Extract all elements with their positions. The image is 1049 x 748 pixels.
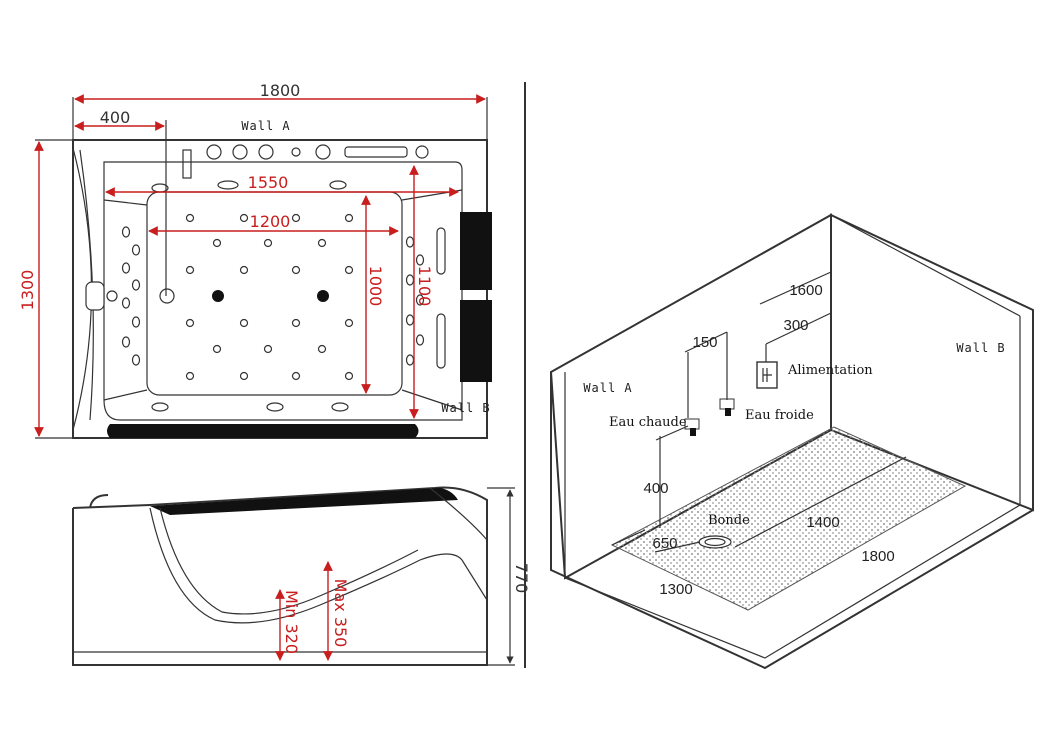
tub-shell	[103, 161, 463, 421]
label-eau-froide: Eau froide	[745, 408, 814, 423]
dim-label-300: 300	[783, 317, 808, 334]
pillow-icon	[85, 281, 105, 311]
floor-jet	[212, 344, 222, 354]
floor-jet	[344, 318, 354, 328]
dim-label-650: 650	[652, 535, 677, 552]
side-jet	[405, 274, 415, 286]
floor-jet	[291, 371, 301, 381]
side-jet	[121, 226, 131, 238]
dim-label-1600: 1600	[789, 282, 822, 299]
dim-label-1800-room: 1800	[861, 548, 894, 565]
main-jet-left	[212, 290, 224, 302]
drain-icon	[159, 288, 175, 304]
floor-jet	[185, 318, 195, 328]
side-jet	[121, 262, 131, 274]
floor-jet	[239, 371, 249, 381]
room-wall-b-label: Wall B	[956, 341, 1005, 355]
tub-side-outline	[72, 486, 488, 666]
floor-jet	[212, 238, 222, 248]
rim-headrest	[107, 424, 419, 438]
floor-jet	[317, 344, 327, 354]
dim-line-650	[654, 541, 701, 553]
wall-b-label: Wall B	[441, 401, 490, 415]
led-bar-lower	[436, 313, 446, 369]
floor-jet	[185, 265, 195, 275]
floor-jet	[263, 238, 273, 248]
label-alimentation: Alimentation	[787, 363, 873, 378]
floor-jets	[185, 213, 354, 381]
floor-jet	[344, 213, 354, 223]
side-panel-lower	[460, 300, 492, 382]
floor-jet	[239, 318, 249, 328]
room-view: 1600 300 150 400 650 1400 1800 1300 Wall…	[549, 213, 1034, 670]
dim-label-min: Min 320	[282, 590, 301, 654]
side-jet	[405, 236, 415, 248]
control-knob-4	[315, 144, 331, 160]
label-bonde: Bonde	[708, 513, 750, 528]
floor-jet	[344, 371, 354, 381]
side-jet	[415, 334, 425, 346]
main-jet-right	[317, 290, 329, 302]
dim-label-1300: 1300	[18, 270, 37, 311]
floor-jet	[239, 213, 249, 223]
control-button	[291, 147, 301, 157]
label-eau-chaude: Eau chaude	[609, 415, 687, 430]
side-view: 770 Min 320 Max 350	[72, 486, 531, 666]
side-jet	[131, 244, 141, 256]
side-jet	[405, 354, 415, 366]
side-jet	[415, 254, 425, 266]
dim-label-1200: 1200	[250, 212, 291, 231]
dim-label-max: Max 350	[331, 579, 350, 648]
side-jet	[131, 316, 141, 328]
floor-jet	[291, 318, 301, 328]
dim-label-1300-room: 1300	[659, 581, 692, 598]
room-wall-a-label: Wall A	[583, 381, 632, 395]
dim-label-1800: 1800	[260, 81, 301, 100]
faucet-icon	[182, 149, 192, 179]
dim-label-400-room: 400	[643, 480, 668, 497]
eau-chaude-icon	[684, 418, 700, 436]
floor-jet	[344, 265, 354, 275]
dim-label-770: 770	[512, 563, 531, 594]
side-jet	[121, 297, 131, 309]
side-faucet	[89, 494, 109, 509]
led-bar-upper	[436, 227, 446, 275]
dim-label-150: 150	[692, 334, 717, 351]
control-light	[415, 145, 429, 159]
top-view: 1800 400 1300 1550 1200 1000 1100 Wall A…	[18, 81, 492, 439]
side-headrest	[150, 488, 458, 515]
side-panel-upper	[460, 212, 492, 290]
dim-label-400: 400	[100, 108, 131, 127]
side-jet	[131, 279, 141, 291]
control-display	[344, 146, 408, 158]
floor-jet	[185, 371, 195, 381]
dim-line-150	[684, 331, 728, 353]
dim-label-1100: 1100	[415, 266, 434, 307]
control-knob-3	[258, 144, 274, 160]
dim-line-300	[765, 312, 832, 345]
dim-label-1000: 1000	[366, 266, 385, 307]
alimentation-icon	[756, 361, 778, 389]
eau-froide-icon	[719, 398, 735, 416]
floor-jet	[263, 344, 273, 354]
side-jet	[405, 314, 415, 326]
control-knob-2	[232, 144, 248, 160]
dim-line-1600	[759, 271, 832, 305]
floor-jet	[239, 265, 249, 275]
floor-jet	[291, 265, 301, 275]
side-jet	[121, 336, 131, 348]
side-jet	[131, 354, 141, 366]
side-inner-curve	[149, 507, 488, 624]
control-knob-1	[206, 144, 222, 160]
floor-jet	[185, 213, 195, 223]
floor-jet	[291, 213, 301, 223]
wall-a-label: Wall A	[241, 119, 290, 133]
dim-label-1550: 1550	[248, 173, 289, 192]
floor-jet	[317, 238, 327, 248]
dim-label-1400: 1400	[806, 514, 839, 531]
